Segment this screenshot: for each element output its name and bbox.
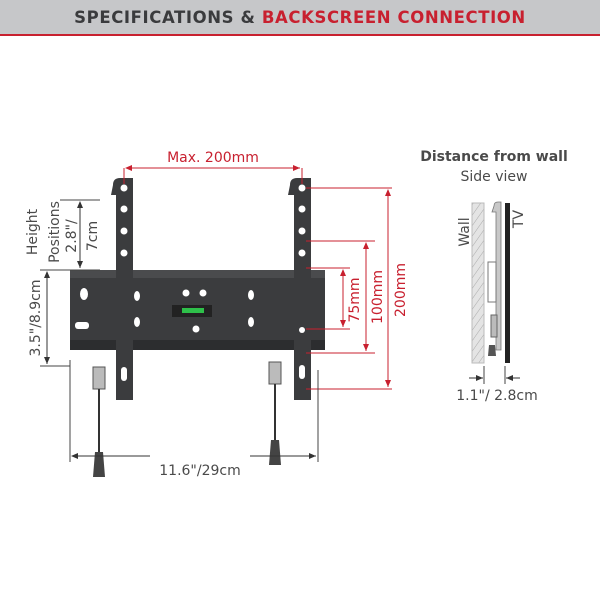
height-positions-value2: 7cm <box>85 221 101 251</box>
height-positions-dimension: Height Positions 2.8"/ 7cm <box>25 199 101 271</box>
vesa-75-label: 75mm <box>347 277 363 322</box>
plate-height-dimension: 3.5"/8.9cm <box>28 271 70 367</box>
side-view-subtitle: Side view <box>461 169 528 185</box>
side-view-title: Distance from wall <box>420 149 568 165</box>
height-positions-title2: Positions <box>47 201 63 263</box>
right-tv-arm <box>288 178 311 400</box>
safety-lock-left <box>92 366 106 477</box>
vesa-vertical-dimensions: 75mm 100mm 200mm <box>306 187 409 390</box>
height-positions-title1: Height <box>25 208 41 255</box>
total-width-dimension: 11.6"/29cm <box>69 360 319 479</box>
safety-lock-right <box>268 361 282 465</box>
tv-panel: TV <box>505 203 527 363</box>
header-title-accent: BACKSCREEN CONNECTION <box>261 7 526 27</box>
height-positions-value1: 2.8"/ <box>64 219 80 253</box>
wall-cross-section: Wall <box>457 202 485 364</box>
wall-distance-label: 1.1"/ 2.8cm <box>456 388 537 404</box>
side-bracket <box>487 201 502 356</box>
vesa-200-label: 200mm <box>393 263 409 317</box>
wall-label: Wall <box>457 217 473 246</box>
section-header: SPECIFICATIONS & BACKSCREEN CONNECTION <box>0 0 600 36</box>
total-width-label: 11.6"/29cm <box>159 463 240 479</box>
header-title: SPECIFICATIONS & BACKSCREEN CONNECTION <box>74 8 526 27</box>
max-width-dimension: Max. 200mm <box>123 150 303 184</box>
wall-plate <box>70 270 325 350</box>
max-width-label: Max. 200mm <box>167 150 259 166</box>
left-tv-arm <box>111 178 133 400</box>
bubble-level <box>172 305 212 317</box>
wall-distance-dimension: 1.1"/ 2.8cm <box>456 366 538 404</box>
plate-height-label: 3.5"/8.9cm <box>28 279 44 356</box>
tv-label: TV <box>511 210 527 230</box>
vesa-100-label: 100mm <box>370 270 386 324</box>
header-title-part1: SPECIFICATIONS & <box>74 7 262 27</box>
